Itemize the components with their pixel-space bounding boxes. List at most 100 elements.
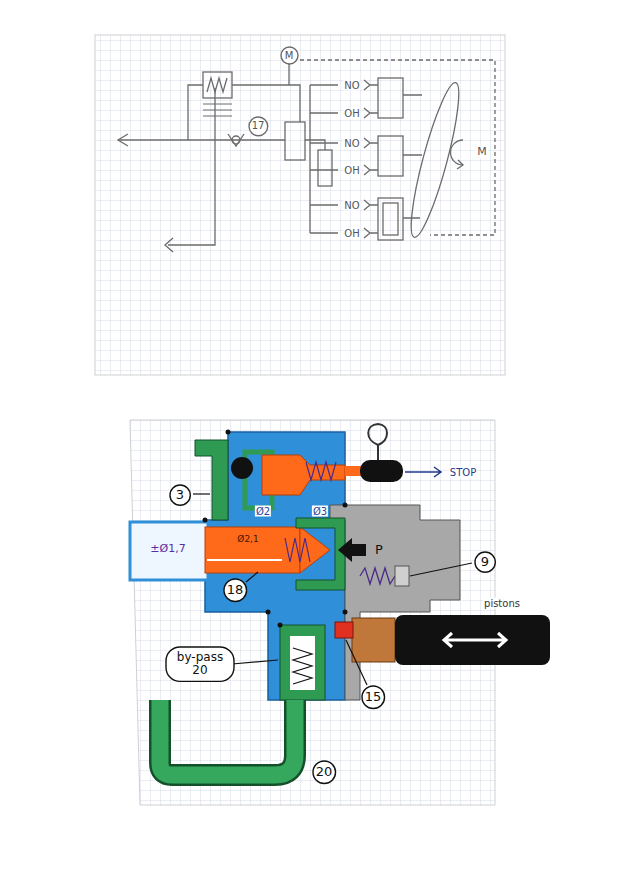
pencil-schematic <box>310 85 338 233</box>
callout-circle <box>281 47 298 64</box>
pencil-schematic <box>285 122 305 160</box>
callout-number: 3 <box>169 484 191 506</box>
pencil-schematic <box>165 238 173 252</box>
valve-section <box>203 518 208 523</box>
callout-circle <box>475 552 495 572</box>
part-label: Ø3 <box>312 506 328 517</box>
pencil-schematic <box>118 139 285 140</box>
valve-section <box>300 527 330 573</box>
valve-section <box>395 615 550 665</box>
pencil-schematic <box>318 150 332 186</box>
valve-section <box>160 700 295 775</box>
valve-section <box>160 700 295 775</box>
valve-section <box>231 457 253 479</box>
valve-section <box>293 648 312 684</box>
callout-circle <box>313 761 336 784</box>
valve-section <box>266 610 271 615</box>
pencil-schematic <box>168 88 215 245</box>
callout-number: 20 <box>312 760 337 785</box>
valve-section <box>352 618 395 662</box>
pencil-schematic <box>118 134 128 146</box>
callout-number: 15 <box>361 685 386 710</box>
callout-circle <box>362 686 385 709</box>
pencil-schematic <box>305 140 325 150</box>
callout-text: 3 <box>176 488 184 502</box>
valve-section <box>360 568 395 584</box>
valve-section <box>405 467 441 477</box>
callout-circle <box>224 579 247 602</box>
valve-section <box>335 622 353 638</box>
valve-section <box>278 623 283 628</box>
leader-line <box>246 572 258 582</box>
pencil-schematic <box>203 72 232 98</box>
paper-sheet <box>95 35 505 805</box>
pencil-schematic <box>309 85 310 233</box>
callout-text: M <box>285 50 294 61</box>
callout-text: 15 <box>365 690 382 704</box>
part-label: M <box>476 146 488 158</box>
valve-section <box>343 503 348 508</box>
part-label: NO <box>343 138 360 149</box>
valve-section <box>130 424 550 775</box>
valve-section <box>226 430 231 435</box>
part-label: Ø2 <box>255 506 271 517</box>
valve-section <box>306 462 336 480</box>
valve-section <box>195 440 228 520</box>
pencil-schematic <box>364 80 378 90</box>
leader-line <box>232 660 278 664</box>
valve-section <box>444 633 506 647</box>
valve-section <box>285 538 310 562</box>
part-label: OH <box>343 108 360 119</box>
pencil-schematic <box>288 63 289 85</box>
pencil-schematic <box>383 203 398 235</box>
callout-number: by-pass 20 <box>165 646 235 682</box>
pencil-schematic <box>457 160 463 169</box>
leader-line <box>193 493 210 494</box>
pencil-schematic <box>364 108 378 118</box>
paper-sheet <box>130 420 495 805</box>
valve-section <box>262 455 345 495</box>
callout-text: 9 <box>481 555 489 569</box>
callout-circle <box>170 485 190 505</box>
callout-number: 18 <box>223 578 248 603</box>
callout-text: 20 <box>316 765 333 779</box>
paper-sheet <box>95 35 505 375</box>
pencil-schematic <box>364 165 378 175</box>
part-label: P <box>374 543 384 557</box>
pencil-schematic <box>228 134 244 146</box>
pencil-schematic <box>232 85 300 122</box>
pencil-schematic <box>403 95 422 218</box>
callout-number: 17 <box>248 116 269 137</box>
callout-number: M <box>280 46 299 65</box>
valve-section <box>360 460 403 482</box>
part-label: OH <box>343 165 360 176</box>
leader-line <box>346 640 367 685</box>
pencil-schematic <box>378 198 403 240</box>
part-label: pistons <box>483 598 521 609</box>
pencil-schematic <box>203 104 232 116</box>
pencil-schematic <box>378 136 403 176</box>
leader-line <box>193 494 472 685</box>
part-label: NO <box>343 200 360 211</box>
valve-section <box>207 559 282 561</box>
paper-sheet <box>95 35 505 375</box>
pencil-schematic <box>207 78 227 92</box>
paper-sheet <box>130 420 495 805</box>
pencil-schematic <box>364 200 378 210</box>
pencil-schematic <box>300 60 495 235</box>
part-label: STOP <box>449 467 477 478</box>
valve-section <box>343 610 348 615</box>
part-label: ±Ø1,7 <box>149 543 186 555</box>
callout-text: 18 <box>227 583 244 597</box>
valve-section <box>130 522 208 580</box>
valve-section <box>290 636 315 690</box>
callout-box <box>166 647 234 681</box>
pencil-schematic <box>188 85 203 140</box>
part-label: Ø2,1 <box>236 535 259 545</box>
valve-section <box>368 424 387 460</box>
callout-number: 9 <box>474 551 496 573</box>
